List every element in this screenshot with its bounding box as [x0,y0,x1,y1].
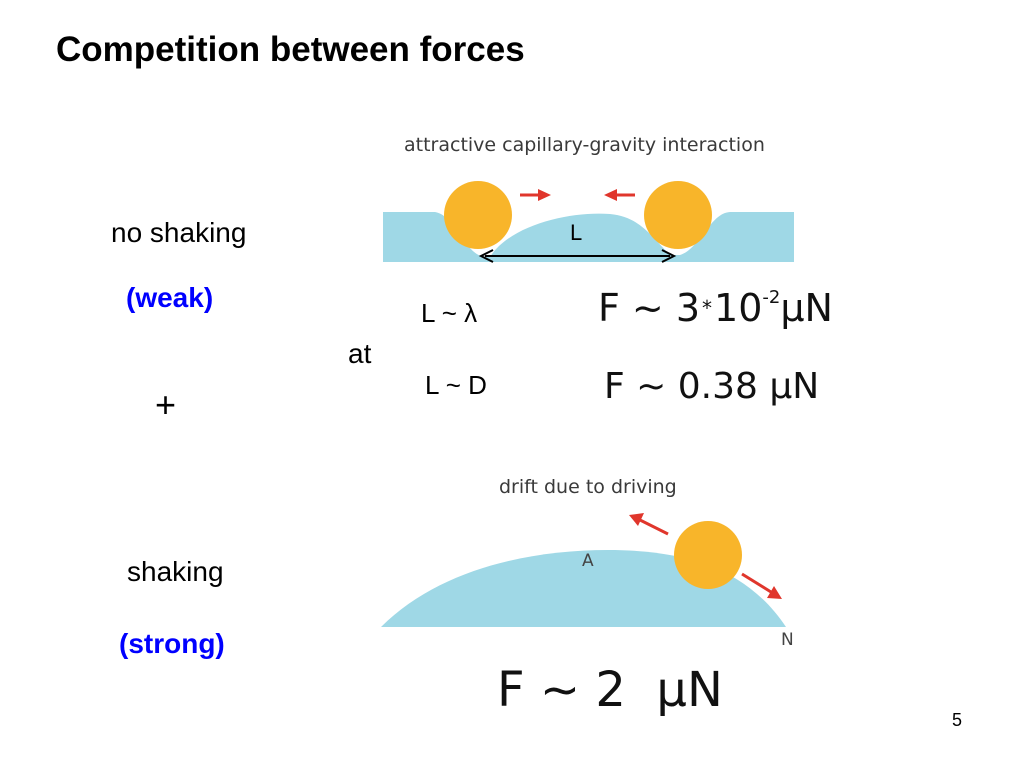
force-strong-unit: μN [656,662,723,718]
l-lambda-label: L ~ λ [421,298,478,328]
length-label: L [570,220,583,245]
force-weak-lambda-prefix: F ~ 3 [598,286,701,330]
strong-label: (strong) [119,628,225,659]
capillary-interaction-diagram [383,181,794,263]
shaking-label: shaking [127,556,224,587]
force-strong-prefix: F ~ 2 [497,662,626,718]
no-shaking-label: no shaking [111,217,247,248]
arrow-right-icon [538,189,551,201]
plus-sign: + [155,384,177,425]
l-d-label: L ~ D [425,370,487,400]
particle-left [444,181,512,249]
label-n: N [781,630,794,650]
weak-label: (weak) [126,282,214,313]
force-strong: F ~ 2 μN [497,662,723,718]
length-arrow-right-icon [661,249,677,263]
force-weak-lambda-unit: μN [780,286,833,330]
liquid-surface [383,212,794,262]
force-weak-d-prefix: F ~ 0.38 [604,366,758,407]
force-weak-lambda: F ~ 3*10-2μN [598,286,833,330]
at-label: at [348,338,372,369]
particle-drifting [674,521,742,589]
label-a: A [582,551,594,571]
length-arrow-left-icon [478,249,494,263]
force-weak-d-unit: μN [769,366,820,407]
top-figure-caption: attractive capillary-gravity interaction [404,134,765,156]
arrow-down-right-icon [767,586,782,599]
multiply-sign: * [702,296,713,320]
bottom-figure-caption: drift due to driving [499,476,677,498]
arrow-left-icon [604,189,617,201]
slide-title: Competition between forces [56,30,525,69]
force-weak-lambda-base: 10 [714,286,763,330]
force-weak-d: F ~ 0.38 μN [604,366,819,407]
particle-right [644,181,712,249]
drift-diagram [381,513,786,627]
force-weak-lambda-exponent: -2 [762,287,781,308]
arrow-up-left-icon [629,513,644,526]
page-number: 5 [952,710,963,730]
